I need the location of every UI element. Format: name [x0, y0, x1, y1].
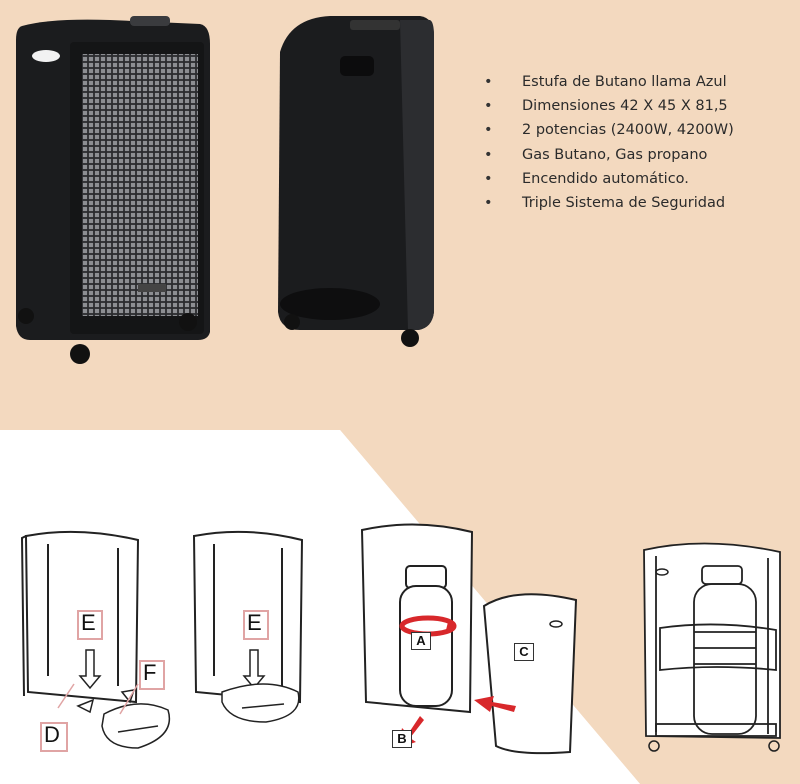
white-panel-left: [0, 430, 640, 784]
tag-c: C: [514, 643, 534, 661]
spec-list: Estufa de Butano llama Azul Dimensiones …: [484, 70, 734, 215]
label-box: [139, 660, 165, 690]
label-box: [77, 610, 103, 640]
label-box: [40, 722, 68, 752]
spec-item: Estufa de Butano llama Azul: [484, 70, 734, 94]
heater-back-photo: [278, 16, 434, 347]
diagram-step-4-assembled: [643, 542, 781, 752]
handle-slot: [340, 56, 374, 76]
wheel: [284, 314, 300, 330]
wheel: [768, 740, 780, 752]
wheel: [401, 329, 419, 347]
wheel: [648, 740, 660, 752]
label-d: D: [44, 722, 60, 747]
spec-item: Gas Butano, Gas propano: [484, 143, 734, 167]
diagram-step-3: [360, 523, 578, 755]
wheel: [179, 313, 197, 331]
spec-item: 2 potencias (2400W, 4200W): [484, 118, 734, 142]
spec-item: Dimensiones 42 X 45 X 81,5: [484, 94, 734, 118]
tag-b: B: [392, 730, 412, 748]
handle-slot: [32, 50, 60, 62]
wheel: [18, 308, 34, 324]
spec-item: Triple Sistema de Seguridad: [484, 191, 734, 215]
label-box: [243, 610, 269, 640]
label-e: E: [81, 610, 96, 635]
tag-a: A: [411, 632, 431, 650]
spec-item: Encendido automático.: [484, 167, 734, 191]
wheel: [70, 344, 90, 364]
heater-front-photo: [16, 16, 210, 364]
label-f: F: [143, 660, 157, 685]
label-e: E: [247, 610, 262, 635]
